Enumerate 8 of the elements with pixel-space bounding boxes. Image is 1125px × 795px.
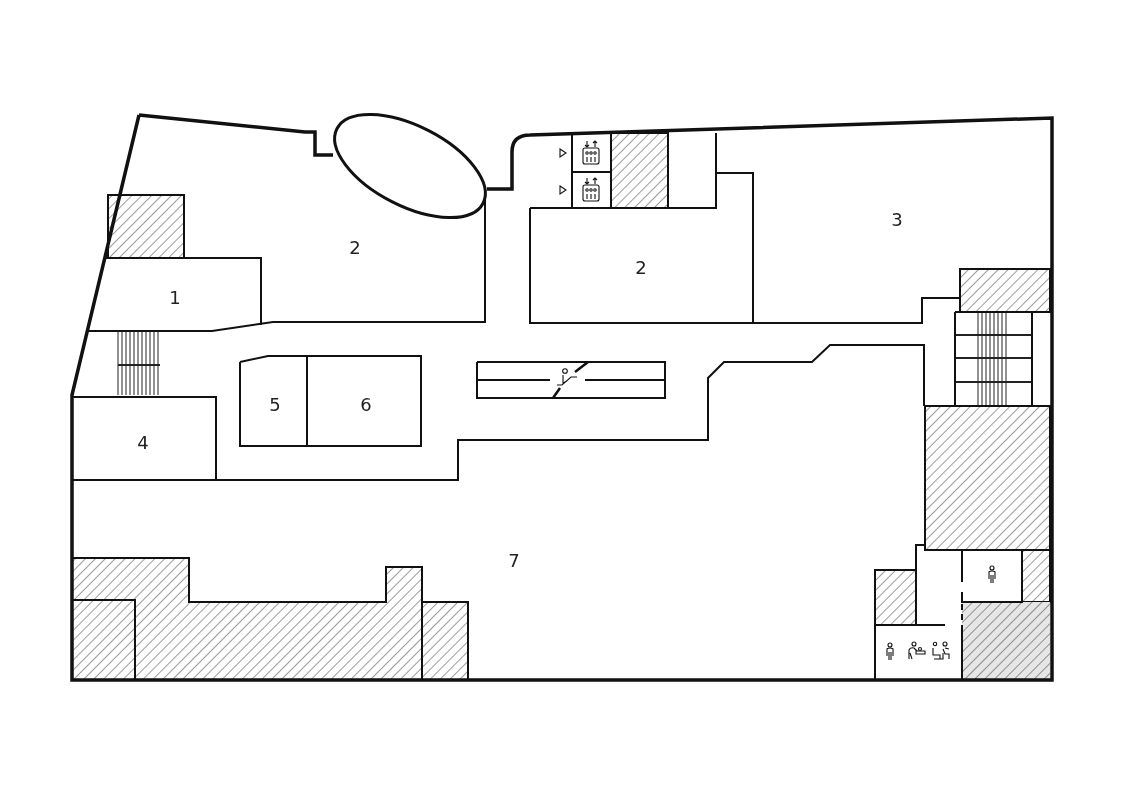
room-number: 4 (137, 434, 149, 452)
room-number: 2 (635, 259, 647, 277)
room-number: 1 (169, 289, 181, 307)
room-number: 3 (891, 211, 903, 229)
room-number: 5 (269, 396, 281, 414)
room-number: 6 (360, 396, 372, 414)
room-number: 2 (349, 239, 361, 257)
room-number: 7 (508, 552, 520, 570)
